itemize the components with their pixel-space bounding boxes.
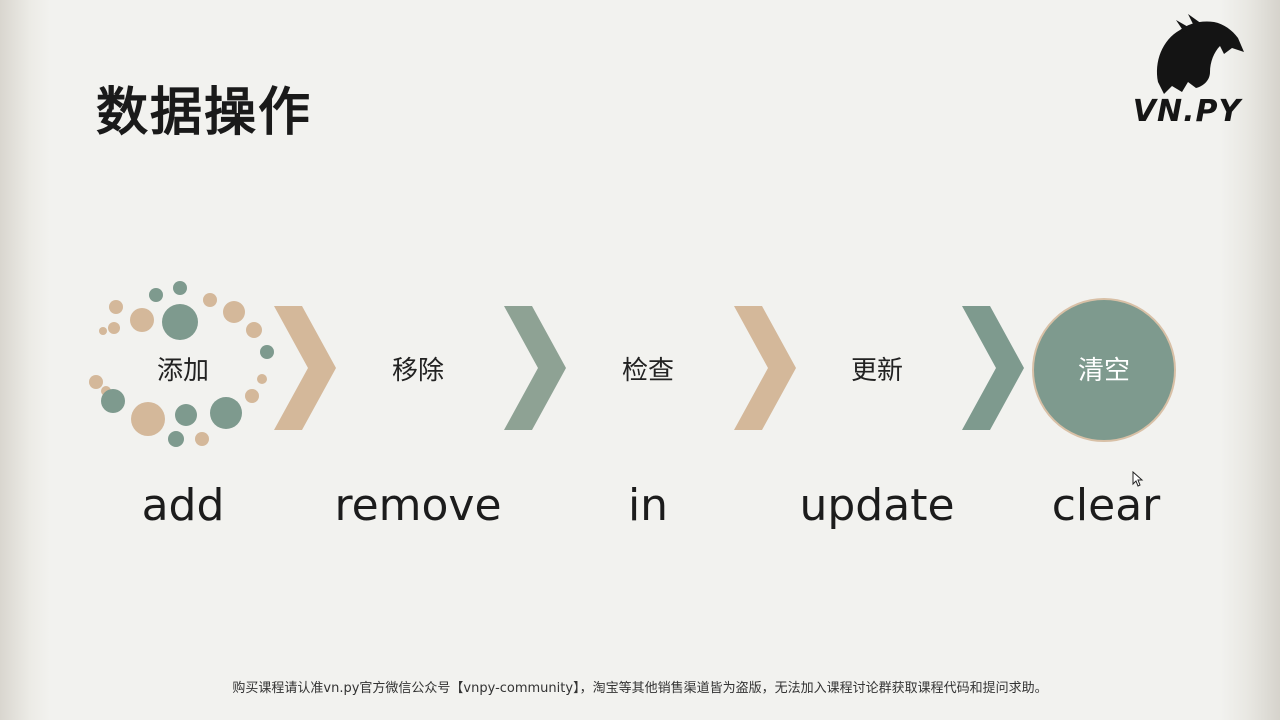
dot — [162, 304, 198, 340]
dot — [210, 397, 242, 429]
dot — [89, 375, 103, 389]
dot — [130, 308, 154, 332]
step-label-clear: 清空 — [1077, 356, 1130, 386]
dot — [245, 389, 259, 403]
chevron-arrow-2 — [504, 306, 566, 430]
right-edge-decoration — [1220, 0, 1280, 720]
step-label-remove: 移除 — [391, 356, 444, 386]
method-add: add — [141, 480, 225, 531]
dot — [168, 431, 184, 447]
method-update: update — [799, 480, 955, 531]
method-clear: clear — [1051, 480, 1161, 531]
logo-text: VN.PY — [1132, 94, 1242, 129]
step-label-in: 检查 — [621, 356, 674, 386]
clear-step-circle — [1032, 298, 1176, 442]
chevron-arrow-3 — [734, 306, 796, 430]
method-in: in — [627, 480, 669, 531]
dot — [246, 322, 262, 338]
dot — [175, 404, 197, 426]
dot — [195, 432, 209, 446]
dot — [173, 281, 187, 295]
left-edge-decoration — [0, 0, 50, 720]
chevron-arrow-4 — [962, 306, 1024, 430]
dot — [131, 402, 165, 436]
horse-head-icon — [1156, 14, 1244, 95]
chevron-arrow-1 — [274, 306, 336, 430]
dot — [99, 327, 107, 335]
dot — [101, 389, 125, 413]
mouse-cursor-icon — [1132, 471, 1144, 487]
step-label-add: 添加 — [156, 356, 209, 386]
footer-notice: 购买课程请认准vn.py官方微信公众号【vnpy-community】，淘宝等其… — [232, 681, 1048, 696]
dot — [260, 345, 274, 359]
method-remove: remove — [334, 480, 502, 531]
slide-title: 数据操作 — [96, 83, 313, 143]
dot — [257, 374, 267, 384]
dot-ring — [89, 281, 274, 447]
dot — [108, 322, 120, 334]
dot — [223, 301, 245, 323]
dot — [203, 293, 217, 307]
dot — [109, 300, 123, 314]
step-label-update: 更新 — [850, 356, 903, 386]
dot — [149, 288, 163, 302]
